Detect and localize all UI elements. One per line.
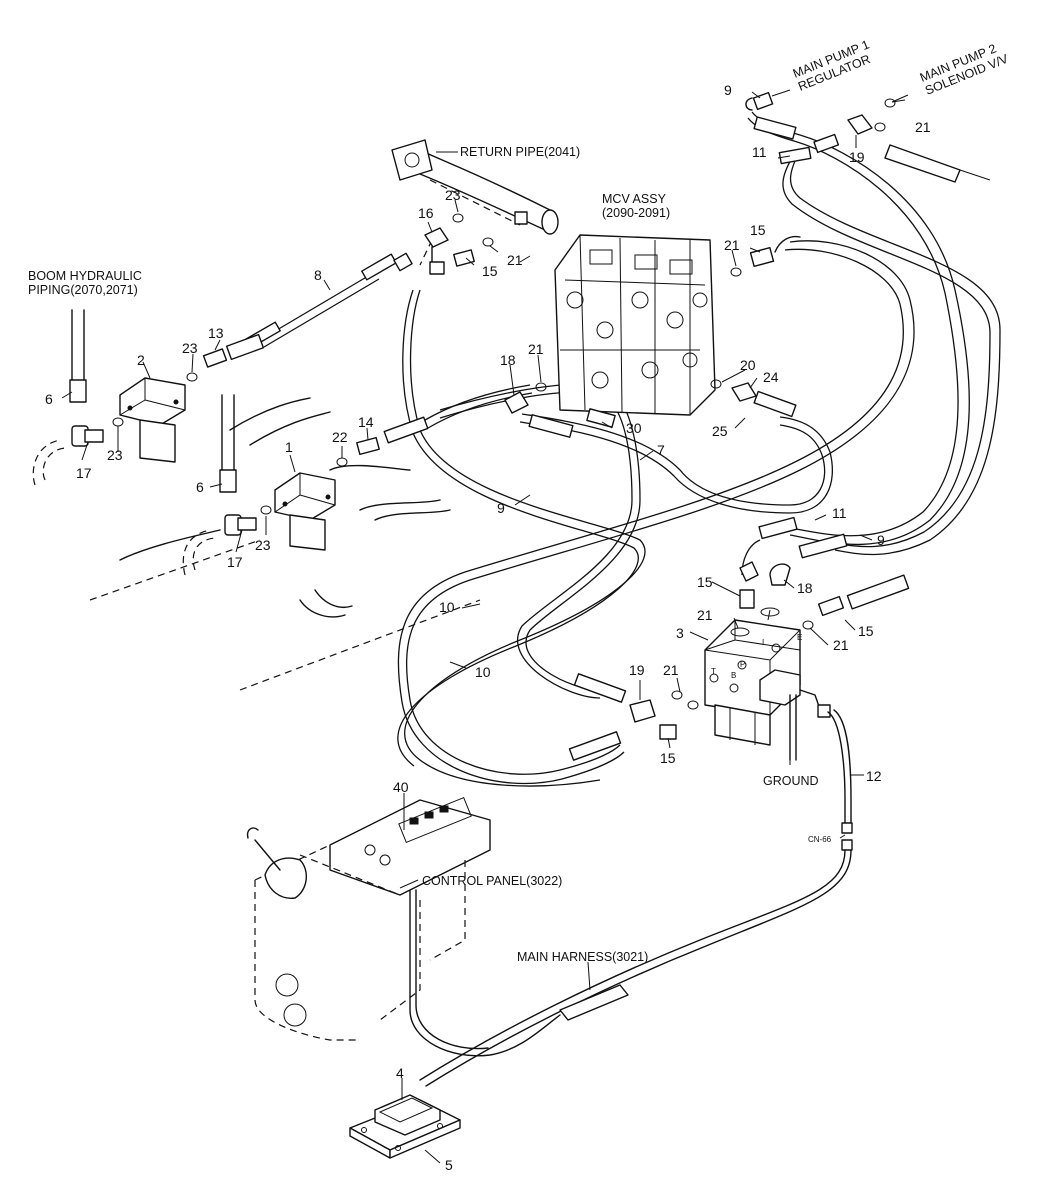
- label-mcv-assy-2: (2090-2091): [602, 206, 670, 220]
- callout-3: 3: [676, 625, 684, 641]
- callout-12: 12: [866, 768, 882, 784]
- callout-11: 11: [832, 505, 847, 521]
- callout-7: 7: [657, 442, 665, 458]
- callout-21: 21: [833, 637, 849, 653]
- leader-lines: [61, 89, 909, 1164]
- label-boom-hydraulic-1: BOOM HYDRAULIC: [28, 269, 142, 283]
- callout-6: 6: [45, 391, 53, 407]
- mcv-assembly: [554, 234, 716, 416]
- callout-2: 2: [137, 352, 145, 368]
- callout-15: 15: [482, 263, 498, 279]
- port-t: T: [711, 667, 716, 676]
- callout-18: 18: [500, 352, 516, 368]
- callout-15: 15: [750, 222, 766, 238]
- callout-6: 6: [196, 479, 204, 495]
- callout-21: 21: [697, 607, 713, 623]
- callout-19: 19: [849, 149, 865, 165]
- callout-30: 30: [626, 420, 642, 436]
- callout-22: 22: [332, 429, 348, 445]
- callout-17: 17: [227, 554, 243, 570]
- callout-24: 24: [763, 369, 779, 385]
- port-p: P: [740, 660, 745, 669]
- label-boom-hydraulic-2: PIPING(2070,2071): [28, 283, 138, 297]
- callout-23: 23: [255, 537, 271, 553]
- callout-9: 9: [497, 500, 505, 516]
- wire-harness: [409, 689, 853, 1087]
- callout-23: 23: [107, 447, 123, 463]
- callout-4: 4: [396, 1065, 404, 1081]
- callout-21: 21: [528, 341, 544, 357]
- solenoid-bracket-2: [119, 377, 186, 463]
- label-ground: GROUND: [763, 774, 819, 788]
- callout-18: 18: [797, 580, 813, 596]
- callout-9: 9: [724, 82, 732, 98]
- solenoid-bracket-1: [274, 472, 336, 551]
- fittings: [84, 91, 991, 761]
- port-i: I: [762, 638, 764, 647]
- callout-17: 17: [76, 465, 92, 481]
- callout-numbers: 9 11 19 21 23 16 21 15 8 21 15 2 13 23 6…: [45, 82, 931, 1173]
- foot-pedal: [349, 1094, 461, 1159]
- callout-16: 16: [418, 205, 434, 221]
- callout-14: 14: [358, 414, 374, 430]
- callout-9: 9: [877, 532, 885, 548]
- callout-15: 15: [697, 574, 713, 590]
- callout-5: 5: [445, 1157, 453, 1173]
- callout-11: 11: [752, 144, 767, 160]
- label-connector: CN-66: [808, 835, 832, 844]
- return-pipe: [391, 139, 559, 266]
- callout-19: 19: [629, 662, 645, 678]
- label-control-panel: CONTROL PANEL(3022): [422, 874, 562, 888]
- valve-block-3: [704, 607, 801, 746]
- label-return-pipe: RETURN PIPE(2041): [460, 145, 580, 159]
- callout-21: 21: [663, 662, 679, 678]
- callout-15: 15: [858, 623, 874, 639]
- label-mcv-assy-1: MCV ASSY: [602, 192, 667, 206]
- callout-20: 20: [740, 357, 756, 373]
- callout-23: 23: [445, 187, 461, 203]
- callout-10: 10: [475, 664, 491, 680]
- callout-21: 21: [915, 119, 931, 135]
- port-e: E: [797, 633, 802, 642]
- callout-13: 13: [208, 325, 224, 341]
- callout-15: 15: [660, 750, 676, 766]
- callout-40: 40: [393, 779, 409, 795]
- callout-8: 8: [314, 267, 322, 283]
- callout-21: 21: [507, 252, 523, 268]
- control-console: [246, 796, 491, 1041]
- label-main-harness: MAIN HARNESS(3021): [517, 950, 648, 964]
- callout-25: 25: [712, 423, 728, 439]
- port-b: B: [731, 671, 736, 680]
- pump-hoses: [741, 111, 1001, 576]
- hose-8: [245, 252, 413, 349]
- callout-23: 23: [182, 340, 198, 356]
- callout-10: 10: [439, 599, 455, 615]
- callout-21: 21: [724, 237, 740, 253]
- hose-14: [383, 384, 533, 444]
- frame-outline: [32, 397, 481, 691]
- callout-1: 1: [285, 439, 293, 455]
